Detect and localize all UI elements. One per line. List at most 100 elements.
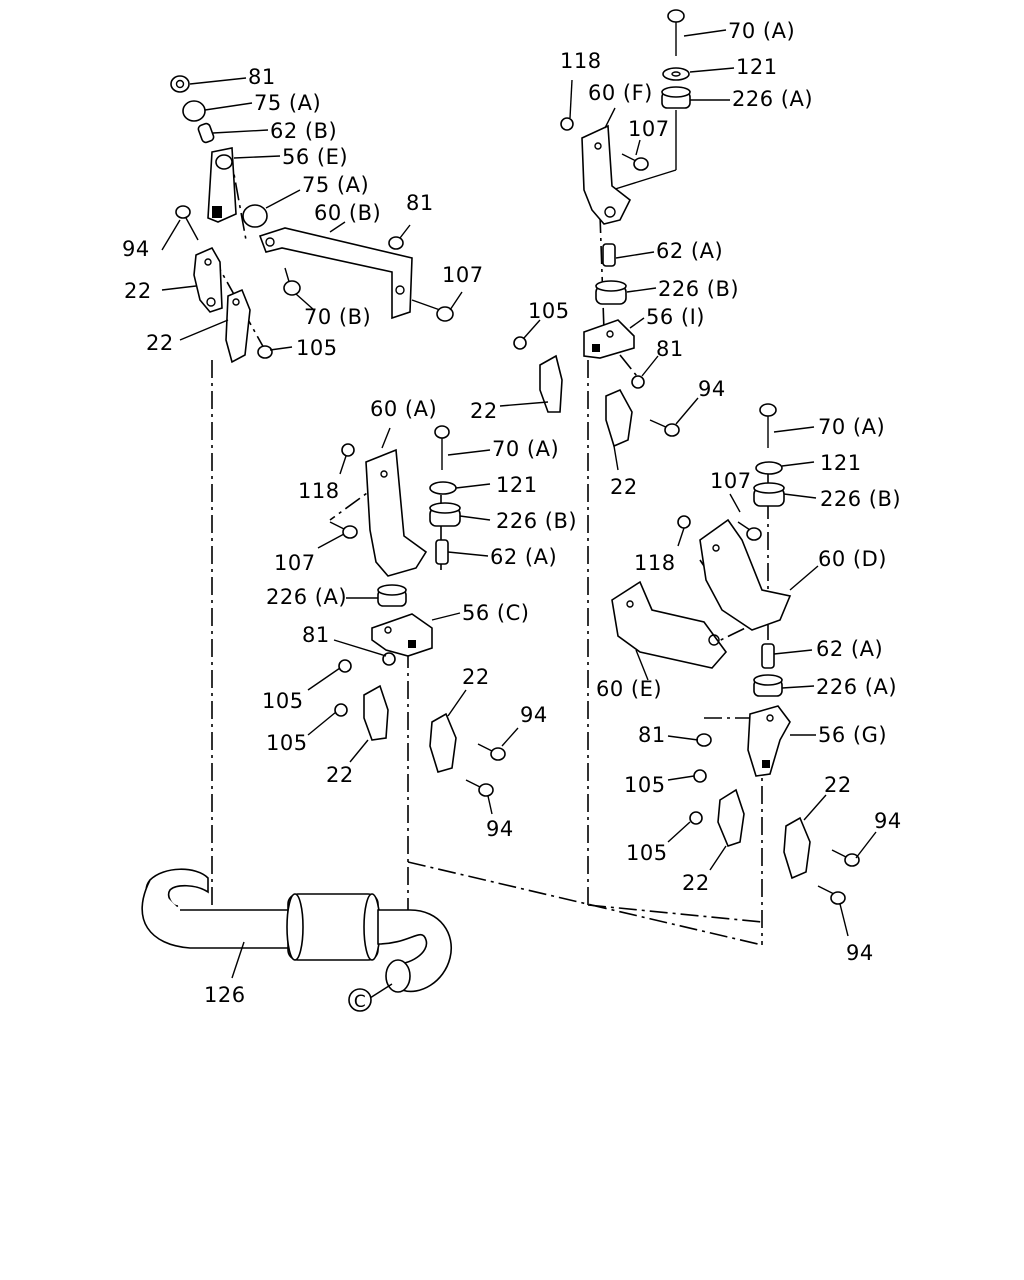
label-107-3: 107 bbox=[274, 551, 316, 575]
label-75a-2: 75 (A) bbox=[302, 173, 369, 197]
callout-labels: 81 75 (A) 62 (B) 56 (E) 75 (A) 60 (B) 81… bbox=[122, 19, 902, 1007]
label-62a: 62 (A) bbox=[656, 239, 723, 263]
exhaust-pipe-silencer-icon bbox=[141, 868, 452, 993]
label-70a: 70 (A) bbox=[728, 19, 795, 43]
clamp-22-right-b-icon bbox=[783, 816, 811, 880]
nut-105-right-a-icon bbox=[693, 769, 707, 783]
cushion-226b-right-icon bbox=[753, 482, 785, 507]
label-22-6: 22 bbox=[326, 763, 354, 787]
connector-marker-label: C bbox=[354, 992, 366, 1012]
nut-105-top-icon bbox=[513, 336, 527, 350]
cushion-226a-top-icon bbox=[661, 86, 691, 109]
bracket-56c-icon bbox=[371, 613, 433, 657]
bolt-70a-mid-icon bbox=[434, 425, 450, 470]
sleeve-62a-top-icon bbox=[602, 243, 616, 267]
nut-81-right-b-icon bbox=[696, 733, 712, 747]
sleeve-62a-mid-icon bbox=[435, 539, 449, 565]
label-81-4: 81 bbox=[302, 623, 330, 647]
clamp-22-mid-b-icon bbox=[429, 712, 457, 773]
clamp-22-upper-icon bbox=[193, 246, 223, 313]
label-56c: 56 (C) bbox=[462, 601, 529, 625]
label-94: 94 bbox=[122, 237, 150, 261]
label-107-2: 107 bbox=[628, 117, 670, 141]
label-226a-3: 226 (A) bbox=[816, 675, 897, 699]
label-121-2: 121 bbox=[496, 473, 538, 497]
right-assembly bbox=[611, 403, 860, 905]
label-60e: 60 (E) bbox=[596, 677, 662, 701]
label-118-2: 118 bbox=[298, 479, 340, 503]
bolt-94-right-b-icon bbox=[817, 885, 846, 905]
connector-marker-c: C bbox=[348, 988, 372, 1012]
label-121: 121 bbox=[736, 55, 778, 79]
bushing-75a-lower-icon bbox=[242, 204, 268, 228]
clamp-22-top-a-icon bbox=[539, 354, 563, 413]
label-118: 118 bbox=[560, 49, 602, 73]
clamp-22-lower-icon bbox=[225, 288, 251, 364]
bolt-70a-top-icon bbox=[667, 9, 685, 56]
nut-81-icon bbox=[170, 75, 190, 93]
label-226b-3: 226 (B) bbox=[820, 487, 901, 511]
label-81: 81 bbox=[248, 65, 276, 89]
clamp-22-right-a-icon bbox=[717, 788, 745, 847]
cushion-226b-top-icon bbox=[595, 280, 627, 305]
clamp-22-mid-a-icon bbox=[363, 684, 389, 741]
label-60a: 60 (A) bbox=[370, 397, 437, 421]
label-94-2: 94 bbox=[698, 377, 726, 401]
label-22-2: 22 bbox=[146, 331, 174, 355]
bolt-107-icon bbox=[411, 299, 454, 322]
label-226b: 226 (B) bbox=[658, 277, 739, 301]
label-56e: 56 (E) bbox=[282, 145, 348, 169]
bracket-60e-icon bbox=[611, 580, 728, 669]
bolt-107-top-icon bbox=[621, 153, 649, 171]
label-226b-2: 226 (B) bbox=[496, 509, 577, 533]
bolt-94-right-a-icon bbox=[831, 849, 860, 867]
label-22-3: 22 bbox=[470, 399, 498, 423]
bracket-56i-icon bbox=[583, 319, 635, 359]
label-81-2: 81 bbox=[406, 191, 434, 215]
middle-left-assembly bbox=[329, 425, 506, 797]
nut-105-icon bbox=[257, 345, 273, 359]
nut-81-right-icon bbox=[388, 236, 404, 250]
label-105-3: 105 bbox=[262, 689, 304, 713]
bolt-107-mid-icon bbox=[329, 521, 358, 539]
upper-center-assembly bbox=[513, 9, 691, 448]
label-107-4: 107 bbox=[710, 469, 752, 493]
label-22-8: 22 bbox=[682, 871, 710, 895]
cushion-226b-mid-icon bbox=[429, 502, 461, 527]
label-62a-2: 62 (A) bbox=[490, 545, 557, 569]
label-70b: 70 (B) bbox=[304, 305, 371, 329]
label-94-4: 94 bbox=[486, 817, 514, 841]
nut-118-top-icon bbox=[560, 117, 574, 131]
sleeve-62b-icon bbox=[197, 122, 215, 144]
label-105-6: 105 bbox=[626, 841, 668, 865]
bracket-60d-icon bbox=[699, 518, 792, 631]
label-62a-3: 62 (A) bbox=[816, 637, 883, 661]
bushing-75a-icon bbox=[182, 100, 206, 122]
label-70a-3: 70 (A) bbox=[818, 415, 885, 439]
nut-118-mid-icon bbox=[341, 443, 355, 457]
label-60f: 60 (F) bbox=[588, 81, 653, 105]
nut-105-mid-a-icon bbox=[338, 659, 352, 673]
cushion-226a-mid-icon bbox=[377, 584, 407, 607]
bolt-94-mid-b-icon bbox=[465, 779, 494, 797]
label-118-3: 118 bbox=[634, 551, 676, 575]
label-56g: 56 (G) bbox=[818, 723, 887, 747]
label-94-3: 94 bbox=[520, 703, 548, 727]
cushion-226a-right-icon bbox=[753, 674, 783, 697]
label-22-5: 22 bbox=[462, 665, 490, 689]
label-94-5: 94 bbox=[874, 809, 902, 833]
label-60b: 60 (B) bbox=[314, 201, 381, 225]
label-126: 126 bbox=[204, 983, 246, 1007]
nut-81-top-icon bbox=[631, 375, 645, 389]
label-226a: 226 (A) bbox=[732, 87, 813, 111]
label-60d: 60 (D) bbox=[818, 547, 887, 571]
label-105-5: 105 bbox=[624, 773, 666, 797]
bolt-94-top-icon bbox=[649, 419, 680, 437]
label-81-5: 81 bbox=[638, 723, 666, 747]
label-105: 105 bbox=[296, 336, 338, 360]
label-70a-2: 70 (A) bbox=[492, 437, 559, 461]
washer-121-mid-icon bbox=[429, 481, 457, 495]
label-81-3: 81 bbox=[656, 337, 684, 361]
nut-118-right-icon bbox=[677, 515, 691, 529]
